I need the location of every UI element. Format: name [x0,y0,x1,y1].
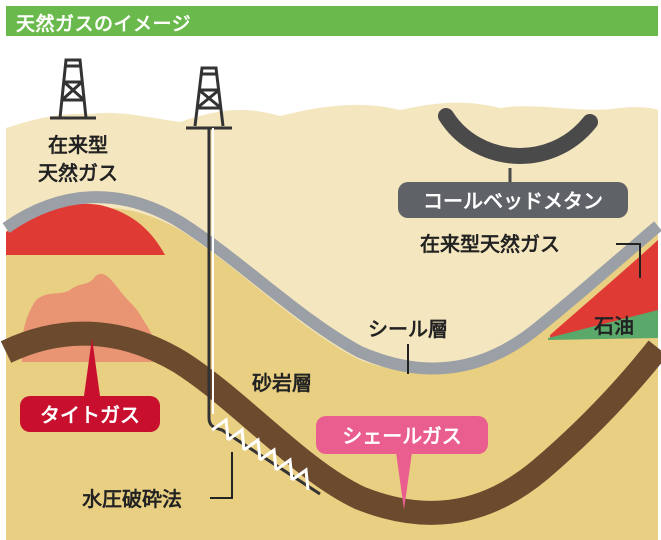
tight-gas-pointer [84,338,100,396]
derrick-left-icon [50,58,96,120]
coalbed-methane-badge [398,182,628,218]
fracture-marks [211,417,310,491]
conventional-gas-left-label-line2: 天然ガス [38,161,118,185]
conventional-gas-right-leader [616,243,641,278]
seal-layer-band [2,191,661,375]
hydraulic-fracturing-label: 水圧破砕法 [82,487,182,511]
hydraulic-fracturing-leader [210,452,233,499]
sandstone-layer [6,207,658,540]
diagram-header: 天然ガスのイメージ [6,6,658,36]
shale-gas-pointer [396,452,412,510]
conventional-gas-right-reservoir [550,240,658,338]
conventional-gas-left-label-line1: 在来型 [48,133,108,157]
shale-layer-band [0,321,661,525]
coalbed-seam [438,108,598,164]
tight-gas-badge [20,396,160,432]
conventional-gas-left-reservoir [6,203,165,255]
conventional-gas-right-label: 在来型天然ガス [420,232,560,256]
sandstone-layer-label: 砂岩層 [252,371,312,395]
seal-layer-label: シール層 [368,317,448,341]
oil-reservoir [548,310,658,340]
coalbed-methane-label: コールベッドメタン [423,189,603,213]
shale-gas-label: シェールガス [342,424,461,448]
oil-label: 石油 [593,314,634,338]
tight-gas-label: タイトガス [40,403,140,427]
shale-gas-badge [316,416,488,454]
diagram-title: 天然ガスのイメージ [16,13,192,35]
well-pipe [207,128,321,496]
